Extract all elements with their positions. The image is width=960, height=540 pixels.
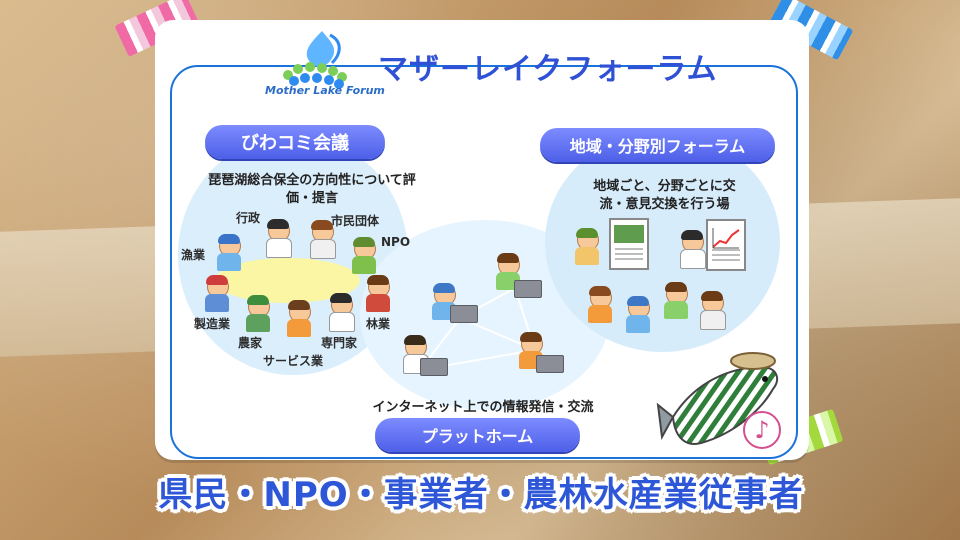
laptop-icon <box>536 355 564 373</box>
chart-document-icon <box>706 219 746 271</box>
person-government <box>264 219 292 258</box>
label-fishery: 漁業 <box>181 248 206 262</box>
page-title: マザーレイクフォーラム <box>378 52 718 87</box>
bottom-banner: 県民・NPO・事業者・農林水産業従事者 <box>158 474 804 515</box>
mother-lake-forum-logo-icon <box>283 31 347 89</box>
person-listener-2 <box>624 296 652 333</box>
laptop-icon <box>420 358 448 376</box>
laptop-icon <box>514 280 542 298</box>
person-listener-1 <box>586 286 614 323</box>
person-expert <box>327 293 355 332</box>
person-presenter-1 <box>573 228 601 265</box>
biwakomi-pill: びわコミ会議 <box>205 125 385 159</box>
music-note-icon: ♪ <box>743 411 781 449</box>
person-manufacturing <box>203 275 231 312</box>
platform-pill: プラットホーム <box>375 418 580 452</box>
label-farmer: 農家 <box>238 336 263 350</box>
person-npo <box>350 237 378 274</box>
person-forestry <box>364 275 392 312</box>
main-board-border <box>170 65 798 459</box>
landscape-document-icon <box>609 218 649 270</box>
label-manufacturing: 製造業 <box>194 317 231 331</box>
right-description: 地域ごと、分野ごとに交流・意見交換を行う場 <box>593 179 736 212</box>
person-service <box>285 300 313 337</box>
label-service: サービス業 <box>263 354 324 368</box>
person-farmer <box>244 295 272 332</box>
label-expert: 専門家 <box>321 336 358 350</box>
center-description: インターネット上での情報発信・交流 <box>372 400 594 415</box>
logo-text: Mother Lake Forum <box>265 84 385 97</box>
person-listener-3 <box>662 282 690 319</box>
fish-mascot-icon <box>656 352 779 445</box>
label-government: 行政 <box>236 211 261 225</box>
left-description: 琵琶湖総合保全の方向性について評価・提言 <box>208 173 416 206</box>
person-citizen-group <box>308 220 336 259</box>
person-listener-4 <box>698 291 726 330</box>
label-citizen-group: 市民団体 <box>331 214 380 228</box>
label-npo: NPO <box>381 235 411 249</box>
laptop-icon <box>450 305 478 323</box>
person-fishery <box>215 234 243 271</box>
person-presenter-2 <box>678 230 706 269</box>
regional-forum-pill: 地域・分野別フォーラム <box>540 128 775 162</box>
label-forestry: 林業 <box>366 317 391 331</box>
